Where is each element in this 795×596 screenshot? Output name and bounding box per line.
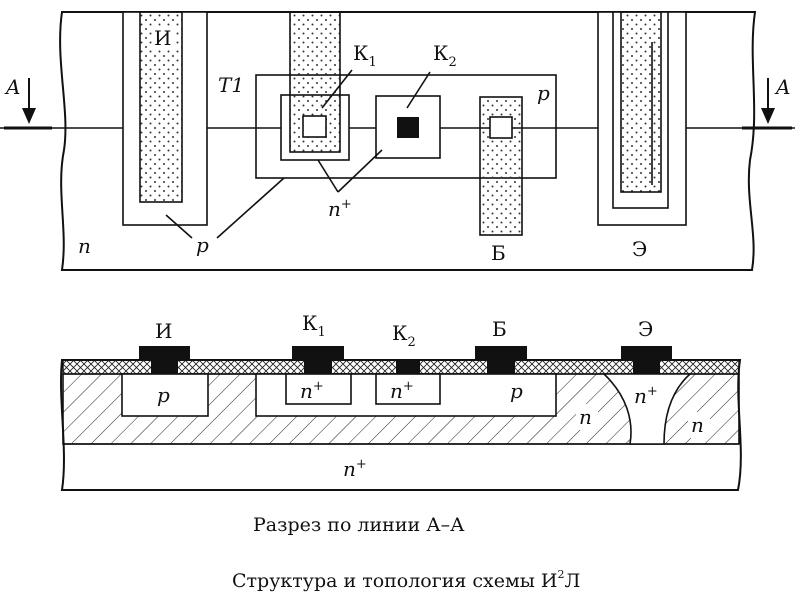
- base-label: Б: [491, 241, 506, 265]
- cs-n-plus-k1-label: n+: [300, 379, 324, 403]
- p-region-label: p: [537, 81, 550, 105]
- cs-k1-label: К1: [302, 311, 326, 340]
- cs-contact-emitter: [621, 346, 672, 374]
- t1-p-base: [255, 74, 557, 179]
- figure-title: Структура и топология схемы И2Л: [232, 568, 580, 592]
- cs-injector-label: И: [155, 319, 172, 343]
- p-label-bottom: p: [196, 233, 209, 257]
- n-plus-label: n+: [328, 197, 352, 221]
- cs-n-plus-emitter: [602, 373, 693, 445]
- topology-view: A A И T1 p К1 К2 Б Э n+: [0, 11, 795, 271]
- injector-label: И: [154, 26, 171, 50]
- base-contact: [489, 116, 513, 139]
- cs-n-plus-k2-label: n+: [390, 379, 414, 403]
- section-marker-right: A: [774, 75, 790, 99]
- arrow-left-head: [22, 108, 36, 124]
- n-substrate-label: n: [78, 234, 91, 258]
- section-caption: Разрез по линии А–А: [253, 514, 465, 536]
- k1-contact: [302, 115, 327, 138]
- k2-contact: [397, 117, 419, 138]
- chip-outline: [59, 11, 757, 271]
- t1-label: T1: [218, 73, 244, 97]
- cs-contact-injector: [139, 346, 190, 374]
- cs-p-base-label: p: [510, 379, 523, 403]
- emitter-label: Э: [632, 237, 647, 261]
- section-marker-left: A: [4, 75, 20, 99]
- cs-n-plus-k1: [285, 373, 352, 405]
- cross-section-view: p p n+ n+ n+ n n n+ И К1 К2 Б Э: [60, 311, 742, 491]
- cs-contact-base: [475, 346, 527, 374]
- cs-contact-k2: [396, 360, 420, 374]
- cs-n-epi-right-label: n: [691, 413, 704, 437]
- cs-p-injector-label: p: [157, 383, 170, 407]
- cs-contact-k1: [292, 346, 344, 374]
- cs-emitter-label: Э: [638, 317, 653, 341]
- cs-n-plus-emitter-label: n+: [634, 384, 658, 408]
- k2-label: К2: [433, 41, 457, 70]
- emitter-metal: [620, 11, 662, 193]
- cs-n-plus-substrate-label: n+: [343, 457, 367, 481]
- arrow-right-head: [761, 108, 775, 124]
- cs-k2-label: К2: [392, 321, 416, 350]
- cs-n-epi-left-label: n: [579, 405, 592, 429]
- k1-label: К1: [353, 41, 377, 70]
- cs-n-plus-k2: [375, 373, 441, 405]
- cs-base-label: Б: [492, 317, 507, 341]
